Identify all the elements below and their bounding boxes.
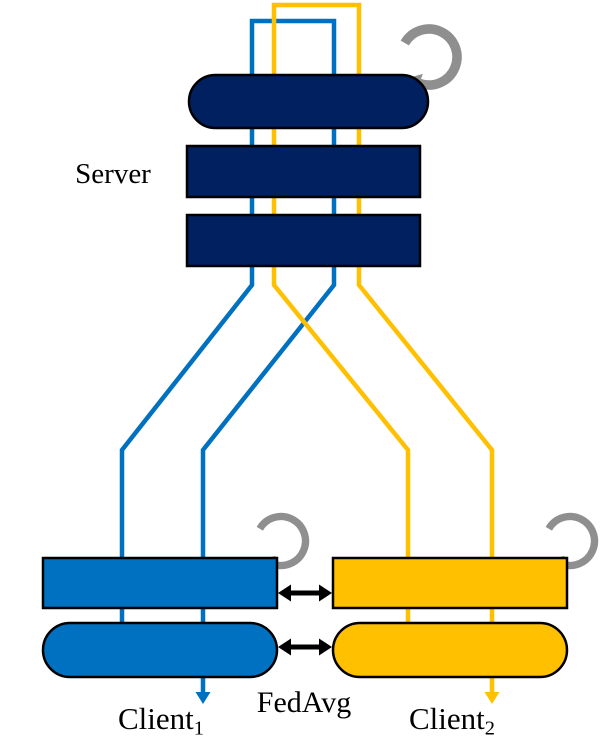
server-label: Server xyxy=(75,158,151,190)
server-stack xyxy=(185,73,430,268)
client2-label-subscript: 2 xyxy=(484,717,495,740)
client1-layer-pill xyxy=(41,621,279,679)
server-layer-pill xyxy=(187,73,430,130)
client2-stack xyxy=(331,556,569,679)
client1-label-text: Client xyxy=(118,701,194,736)
client1-label-subscript: 1 xyxy=(193,717,204,740)
client1-stack xyxy=(41,556,279,679)
client1-layer-rect xyxy=(41,556,279,610)
client1-flow-arrowhead-icon xyxy=(195,692,211,704)
fedavg-label: FedAvg xyxy=(256,686,352,719)
flow-lines xyxy=(119,2,500,704)
client1-flow-line xyxy=(119,18,337,695)
client2-flow-line xyxy=(271,2,495,695)
client2-flow-arrowhead-icon xyxy=(484,692,500,704)
client1-label: Client1 xyxy=(101,701,221,740)
client2-layer-rect xyxy=(331,556,569,610)
server-layer-rect-1 xyxy=(185,144,422,199)
fedavg-arrow-bottom-icon xyxy=(278,638,332,656)
client2-label: Client2 xyxy=(392,701,512,740)
client2-layer-pill xyxy=(331,621,569,679)
server-layer-rect-2 xyxy=(185,213,422,268)
fedavg-arrow-top-icon xyxy=(278,584,332,602)
client2-label-text: Client xyxy=(409,701,485,736)
